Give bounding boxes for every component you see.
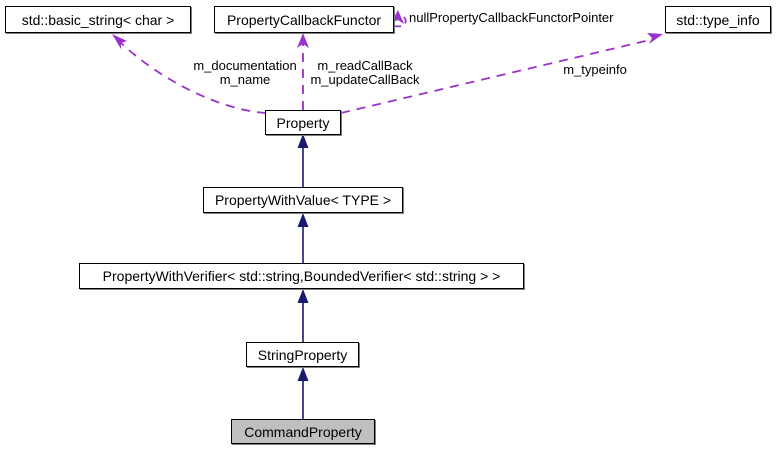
node-property[interactable]: Property: [265, 110, 341, 135]
inheritance-edge-property-with-verifier-to-property-with-value: [297, 213, 309, 263]
node-label: PropertyWithValue< TYPE >: [214, 192, 392, 208]
edge-label-callbacks: m_readCallBack m_updateCallBack: [300, 59, 430, 87]
node-label: PropertyCallbackFunctor: [226, 11, 382, 28]
node-command-property[interactable]: CommandProperty: [231, 419, 375, 444]
inheritance-edge-command-property-to-string-property: [297, 367, 309, 419]
node-label: Property: [276, 114, 330, 131]
node-property-with-verifier[interactable]: PropertyWithVerifier< std::string,Bounde…: [79, 263, 524, 289]
inheritance-edge-property-with-value-to-property: [297, 134, 309, 187]
node-property-callback-functor[interactable]: PropertyCallbackFunctor: [214, 6, 394, 33]
node-label: std::type_info: [676, 11, 760, 28]
edge-label-line: m_typeinfo: [563, 62, 627, 77]
node-std-type-info[interactable]: std::type_info: [665, 6, 771, 33]
edge-label-null-callback-pointer: nullPropertyCallbackFunctorPointer: [409, 11, 623, 25]
inheritance-edge-string-property-to-property-with-verifier: [297, 289, 309, 342]
edge-label-line: m_name: [219, 72, 271, 87]
node-label: StringProperty: [257, 346, 348, 363]
node-label: PropertyWithVerifier< std::string,Bounde…: [102, 268, 501, 284]
edge-label-line: nullPropertyCallbackFunctorPointer: [409, 10, 614, 25]
edge-label-line: m_updateCallBack: [310, 72, 420, 87]
node-label: std::basic_string< char >: [21, 11, 175, 28]
edge-label-line: m_readCallBack: [317, 58, 413, 73]
edge-label-line: m_documentation: [193, 58, 297, 73]
node-string-property[interactable]: StringProperty: [246, 342, 359, 367]
edge-label-typeinfo: m_typeinfo: [555, 63, 635, 77]
edge-label-documentation-name: m_documentation m_name: [175, 59, 315, 87]
node-property-with-value[interactable]: PropertyWithValue< TYPE >: [203, 187, 403, 213]
node-std-basic-string[interactable]: std::basic_string< char >: [5, 6, 191, 33]
node-label: CommandProperty: [244, 423, 362, 440]
